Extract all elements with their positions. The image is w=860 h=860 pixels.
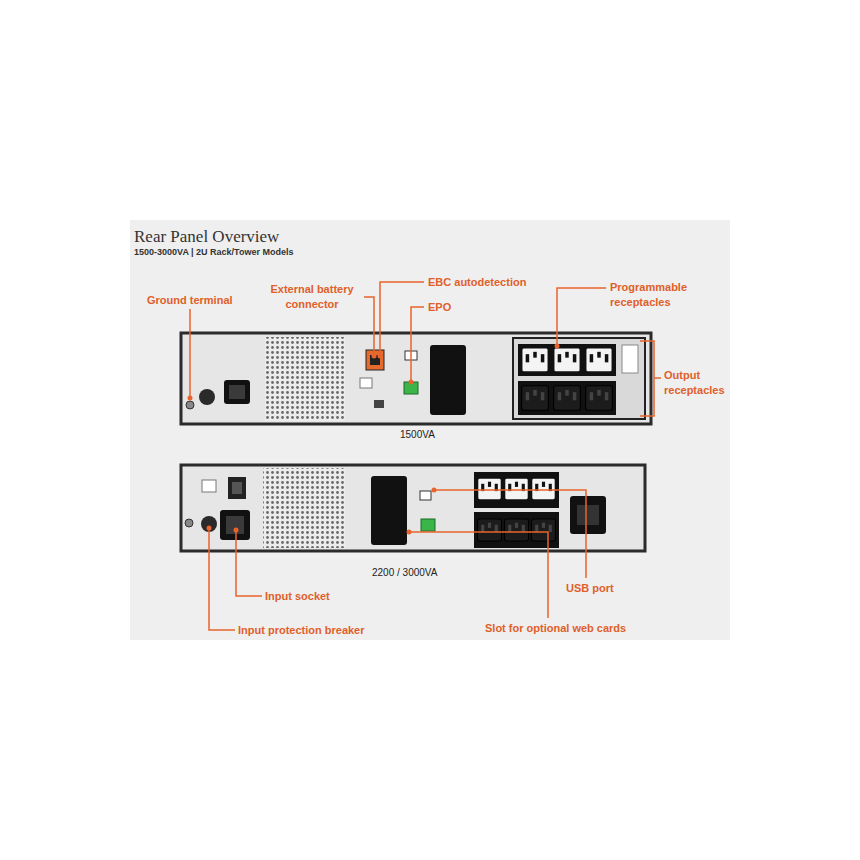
ups-2200-3000va xyxy=(181,465,645,551)
callout-label: EPO xyxy=(428,300,451,315)
background-panel xyxy=(130,220,730,640)
leader-lines xyxy=(190,282,661,630)
callout-label: Input protection breaker xyxy=(238,623,365,638)
callout-label: Programmable receptacles xyxy=(610,280,710,311)
callout-label: Output receptacles xyxy=(664,368,728,399)
callout-label: Input socket xyxy=(265,589,330,604)
leader-dots xyxy=(188,344,560,535)
diagram-title: Rear Panel Overview xyxy=(134,225,279,249)
callout-label: EBC autodetection xyxy=(428,275,526,290)
model-caption: 1500VA xyxy=(400,428,435,442)
callout-label: USB port xyxy=(566,581,614,596)
callout-label: External battery connector xyxy=(262,282,362,313)
callout-label: Slot for optional web cards xyxy=(485,621,626,636)
model-caption: 2200 / 3000VA xyxy=(372,566,437,580)
ups-1500va xyxy=(181,333,651,424)
callout-label: Ground terminal xyxy=(147,293,233,308)
subtitle: 1500-3000VA | 2U Rack/Tower Models xyxy=(134,246,293,259)
